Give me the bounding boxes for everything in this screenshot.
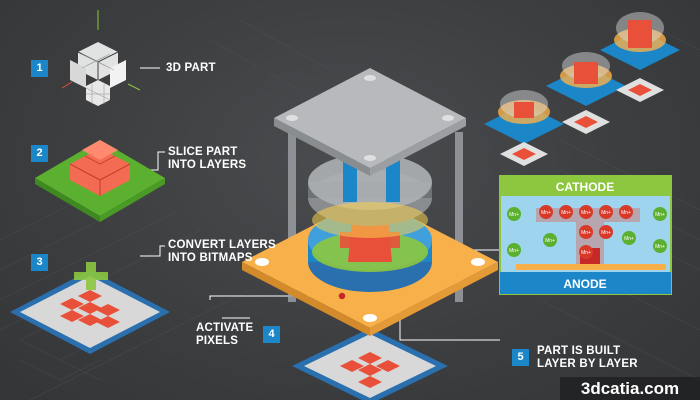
metal-marker-label-3: Mn+ [581, 210, 591, 216]
step-4-label: ACTIVATE PIXELS [196, 322, 253, 348]
3d-part-wireframe [61, 10, 141, 106]
step-5-badge: 5 [512, 349, 529, 366]
step-2-line-1: SLICE PART [168, 146, 238, 158]
metal-marker-4 [599, 205, 613, 219]
metal-marker-6 [579, 225, 593, 239]
step-1-line-1: 3D PART [166, 62, 216, 74]
metal-marker-label-7: Mn+ [601, 230, 611, 236]
step-4-line-2: PIXELS [196, 335, 239, 347]
metal-marker-5 [619, 205, 633, 219]
ion-markers: Mn+ Mn+ Mn+ Mn+ Mn+ Mn+ Mn+ Mn+ Mn+ Mn+ Mn+ Mn+ Mn+ M… [507, 205, 667, 259]
step-5-line-2: LAYER BY LAYER [537, 358, 638, 370]
ion-marker-label-6: Mn+ [655, 244, 665, 250]
step-4-badge: 4 [263, 326, 280, 343]
step-4-line-1: ACTIVATE [196, 322, 254, 334]
metal-marker-3 [579, 205, 593, 219]
metal-marker-label-1: Mn+ [541, 210, 551, 216]
ion-marker-6 [653, 239, 667, 253]
ion-marker-label-5: Mn+ [655, 212, 665, 218]
ion-marker-label-2: Mn+ [509, 248, 519, 254]
step-3-line-2: INTO BITMAPS [168, 252, 253, 264]
ion-marker-4 [622, 231, 636, 245]
printer-machine [242, 68, 498, 400]
watermark: 3dcatia.com [560, 377, 700, 400]
mini-stack-3 [600, 12, 680, 102]
step-3-badge: 3 [31, 254, 48, 271]
ion-marker-label-3: Mn+ [545, 238, 555, 244]
mini-stack-2 [546, 52, 626, 134]
ion-marker-label-4: Mn+ [624, 236, 634, 242]
metal-marker-label-4: Mn+ [601, 210, 611, 216]
ion-marker-label-1: Mn+ [509, 212, 519, 218]
step-3-line-1: CONVERT LAYERS [168, 239, 276, 251]
step-2-label: SLICE PART INTO LAYERS [168, 146, 246, 172]
anode-label: ANODE [563, 277, 606, 291]
step-3-label: CONVERT LAYERS INTO BITMAPS [168, 239, 276, 265]
step-1-badge: 1 [31, 60, 48, 77]
ion-marker-3 [543, 233, 557, 247]
ion-marker-5 [653, 207, 667, 221]
step-2-badge: 2 [31, 145, 48, 162]
ion-marker-2 [507, 243, 521, 257]
ion-marker-1 [507, 207, 521, 221]
step-5-line-1: PART IS BUILT [537, 345, 621, 357]
metal-marker-label-2: Mn+ [561, 210, 571, 216]
metal-marker-label-6: Mn+ [581, 230, 591, 236]
bitmap-plate [10, 262, 170, 354]
step-2-line-2: INTO LAYERS [168, 159, 247, 171]
metal-marker-label-5: Mn+ [621, 210, 631, 216]
metal-marker-7 [599, 225, 613, 239]
mini-stacks [484, 12, 680, 166]
metal-marker-1 [539, 205, 553, 219]
metal-marker-label-8: Mn+ [581, 250, 591, 256]
metal-marker-2 [559, 205, 573, 219]
step-1-label: 3D PART [166, 62, 216, 75]
step-5-label: PART IS BUILT LAYER BY LAYER [537, 345, 638, 371]
cathode-label: CATHODE [556, 180, 614, 194]
mini-stack-1 [484, 90, 564, 166]
metal-marker-8 [579, 245, 593, 259]
sliced-part [35, 140, 165, 222]
